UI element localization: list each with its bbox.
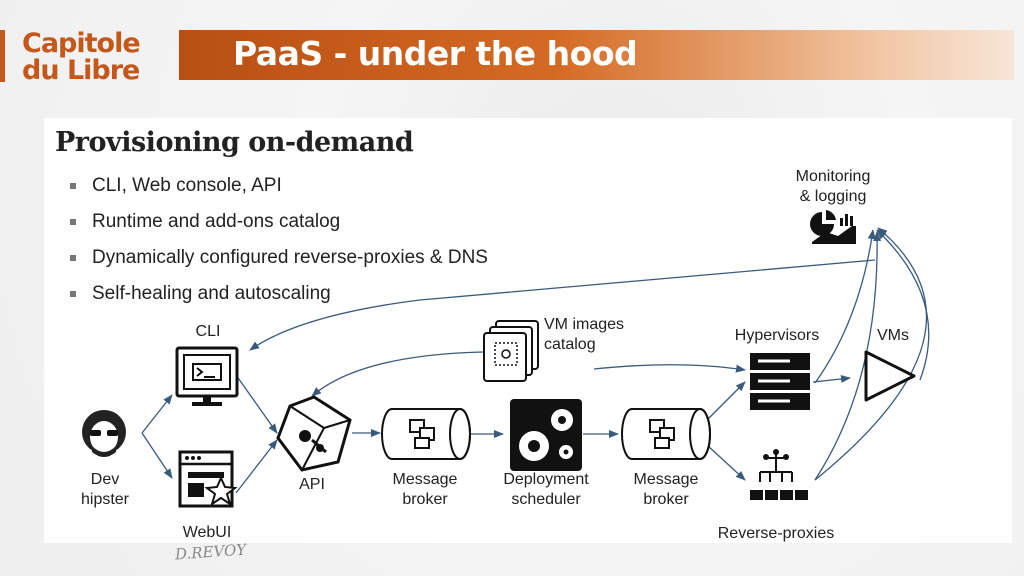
label-scheduler: Deployment scheduler [503, 471, 589, 508]
arrow-catalog-hypervisors [593, 364, 746, 373]
label-dev-text: Dev hipster [80, 471, 130, 508]
bullet-text: Self-healing and autoscaling [92, 283, 331, 304]
arrow-monitoring-cli [249, 259, 876, 351]
label-dev: Dev hipster [72, 470, 138, 510]
label-hypervisors: Hypervisors [734, 327, 820, 344]
gears-icon [510, 399, 582, 471]
cube-plug-icon [276, 395, 352, 472]
bullet-item: CLI, Web console, API [70, 170, 488, 206]
arrow-hypervisors-vms [812, 374, 851, 383]
arrow-vms-monitoring [876, 229, 930, 381]
label-broker-2: Message broker [633, 471, 699, 508]
bullet-square-icon [70, 291, 76, 297]
arrow-cli-api [235, 374, 278, 434]
label-vms: VMs [877, 327, 909, 344]
message-queue-icon [381, 408, 471, 460]
message-queue-icon [621, 408, 711, 460]
label-broker-1: Message broker [392, 471, 458, 508]
play-icon [864, 350, 916, 402]
bullet-item: Dynamically configured reverse-proxies &… [70, 242, 488, 278]
bullet-list: CLI, Web console, API Runtime and add-on… [70, 170, 488, 314]
slide-title: PaaS - under the hood [233, 34, 638, 73]
server-rack-icon [750, 353, 810, 410]
web-window-star-icon [178, 450, 238, 508]
arrow-dev-webui [141, 432, 173, 479]
bullet-square-icon [70, 183, 76, 189]
bullet-square-icon [70, 255, 76, 261]
label-cli: CLI [195, 323, 221, 340]
label-api: API [299, 476, 325, 493]
arrow-broker-proxies [706, 444, 746, 481]
terminal-monitor-icon [175, 346, 239, 406]
image-folder-icon [483, 320, 539, 382]
logo-line-1: Capitole [22, 28, 141, 59]
bullet-text: Dynamically configured reverse-proxies &… [92, 247, 488, 268]
network-switch-icon [750, 449, 808, 500]
bullet-item: Self-healing and autoscaling [70, 278, 488, 314]
arrow-proxies-monitoring-inner [814, 231, 882, 481]
arrow-webui-api [235, 439, 278, 494]
arrow-dev-cli [141, 394, 173, 434]
label-vm-catalog: VM images catalog [544, 316, 625, 353]
bullet-square-icon [70, 219, 76, 225]
arrow-catalog-api [311, 351, 484, 397]
chart-dashboard-icon [810, 210, 856, 244]
label-webui: WebUI [182, 524, 232, 541]
label-reverse-proxies: Reverse-proxies [717, 525, 835, 542]
logo-accent-bar [0, 30, 5, 82]
bullet-item: Runtime and add-ons catalog [70, 206, 488, 242]
arrow-hypervisors-monitoring [814, 229, 876, 384]
bullet-text: CLI, Web console, API [92, 175, 282, 196]
hipster-avatar-icon [82, 410, 126, 457]
label-monitoring: Monitoring & logging [795, 168, 871, 205]
title-bar [179, 30, 1014, 80]
connectors [141, 227, 930, 494]
arrow-broker-hypervisors [706, 381, 746, 421]
arrow-proxies-monitoring-outer [814, 227, 927, 481]
capitole-logo: Capitole du Libre [0, 28, 180, 86]
bullet-text: Runtime and add-ons catalog [92, 211, 341, 232]
logo-line-2: du Libre [22, 55, 140, 86]
section-heading: Provisioning on-demand [55, 127, 414, 158]
